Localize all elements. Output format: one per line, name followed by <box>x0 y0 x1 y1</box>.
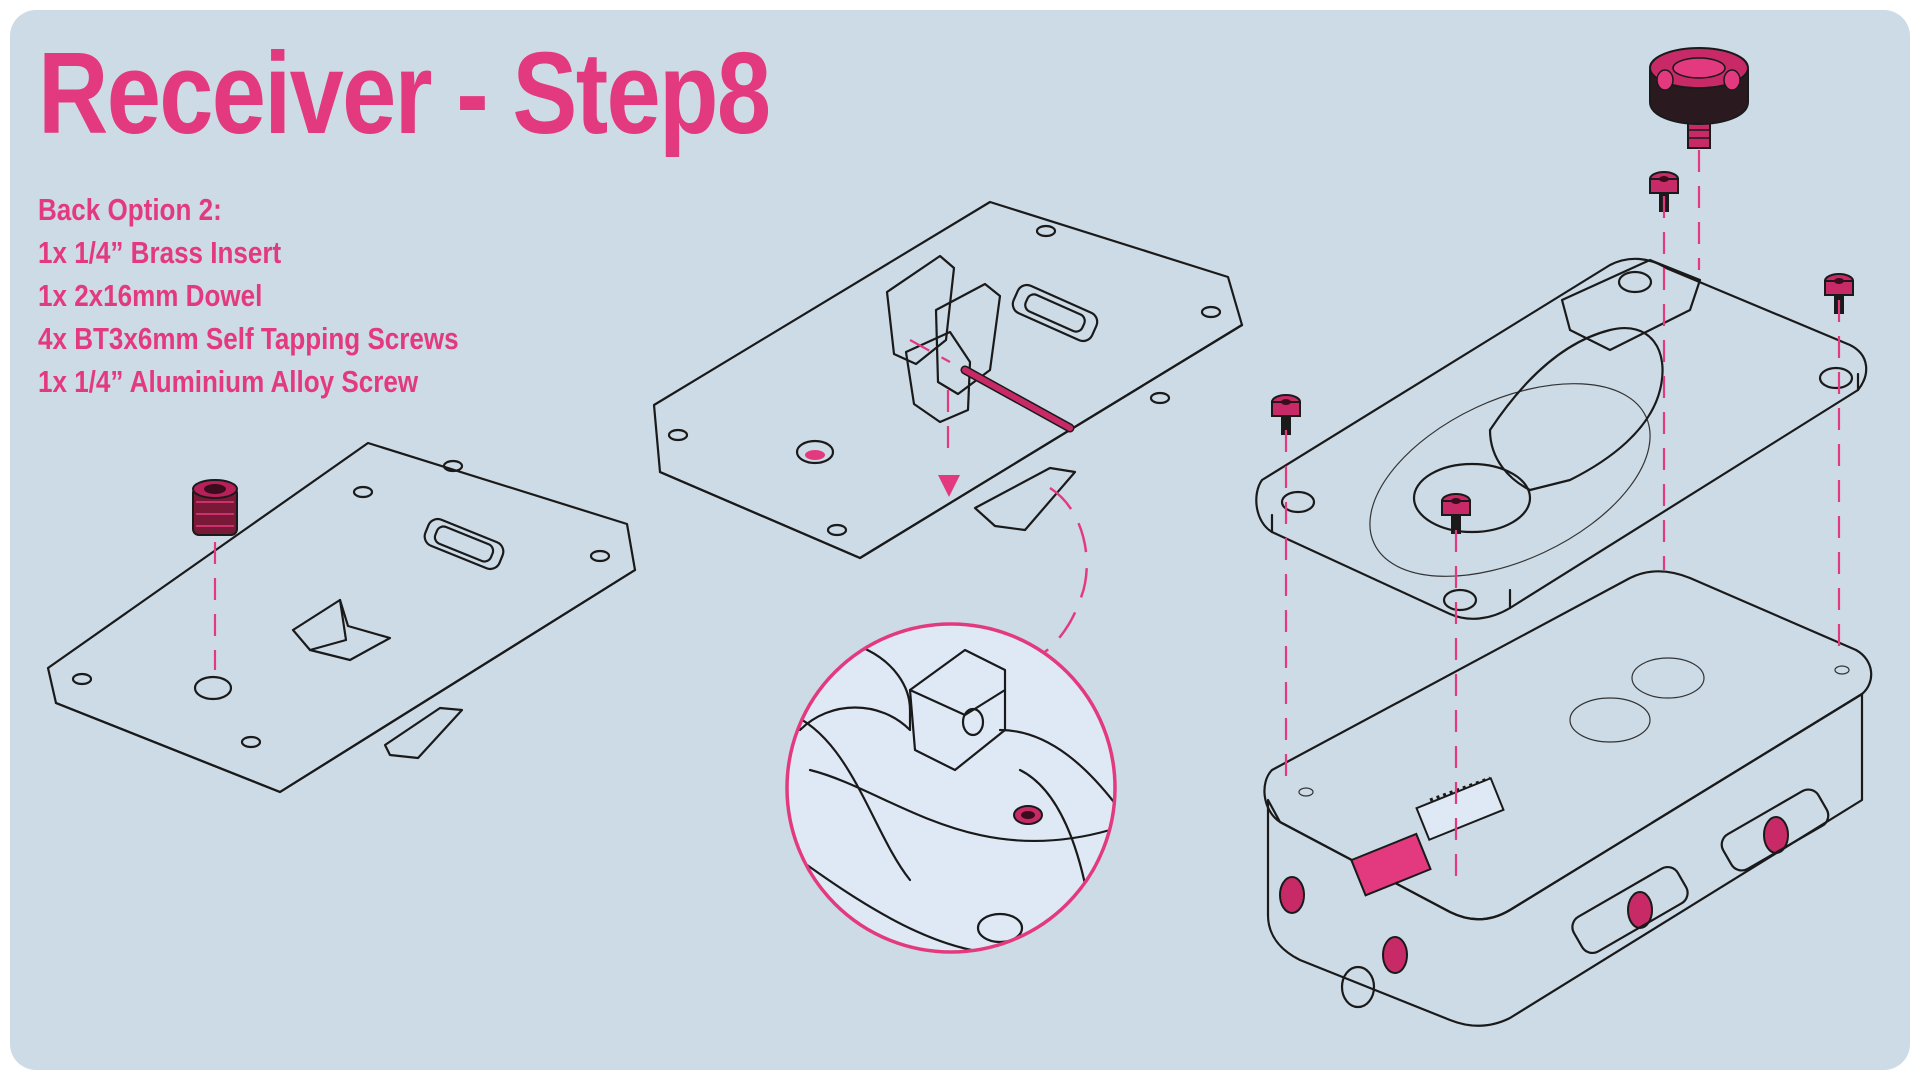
assembly-illustration <box>46 47 1873 1027</box>
detail-callout-line <box>1039 486 1088 657</box>
parts-list-heading: Back Option 2: <box>38 192 222 227</box>
parts-list-item: 1x 2x16mm Dowel <box>38 278 263 313</box>
receiver-body-right <box>1263 570 1873 1027</box>
brass-insert-icon <box>192 479 238 536</box>
back-plate-left <box>46 441 637 794</box>
down-arrow-icon <box>938 475 960 497</box>
back-cover-right <box>1255 257 1868 620</box>
thumb-screw-icon <box>1649 47 1749 149</box>
dowel-pin-icon <box>960 365 1075 433</box>
parts-list-item: 1x 1/4” Aluminium Alloy Screw <box>38 364 419 399</box>
detail-magnifier <box>785 622 1117 954</box>
parts-list: Back Option 2: 1x 1/4” Brass Insert 1x 2… <box>38 188 459 403</box>
dowel-guide-line <box>909 339 951 363</box>
page-title: Receiver - Step8 <box>38 28 771 158</box>
parts-list-item: 4x BT3x6mm Self Tapping Screws <box>38 321 459 356</box>
self-tapping-screw-icon <box>1441 493 1471 534</box>
back-plate-middle <box>652 200 1244 560</box>
parts-list-item: 1x 1/4” Brass Insert <box>38 235 282 270</box>
self-tapping-screw-icon <box>1271 394 1301 435</box>
instruction-panel: Receiver - Step8 Back Option 2: 1x 1/4” … <box>10 10 1910 1070</box>
